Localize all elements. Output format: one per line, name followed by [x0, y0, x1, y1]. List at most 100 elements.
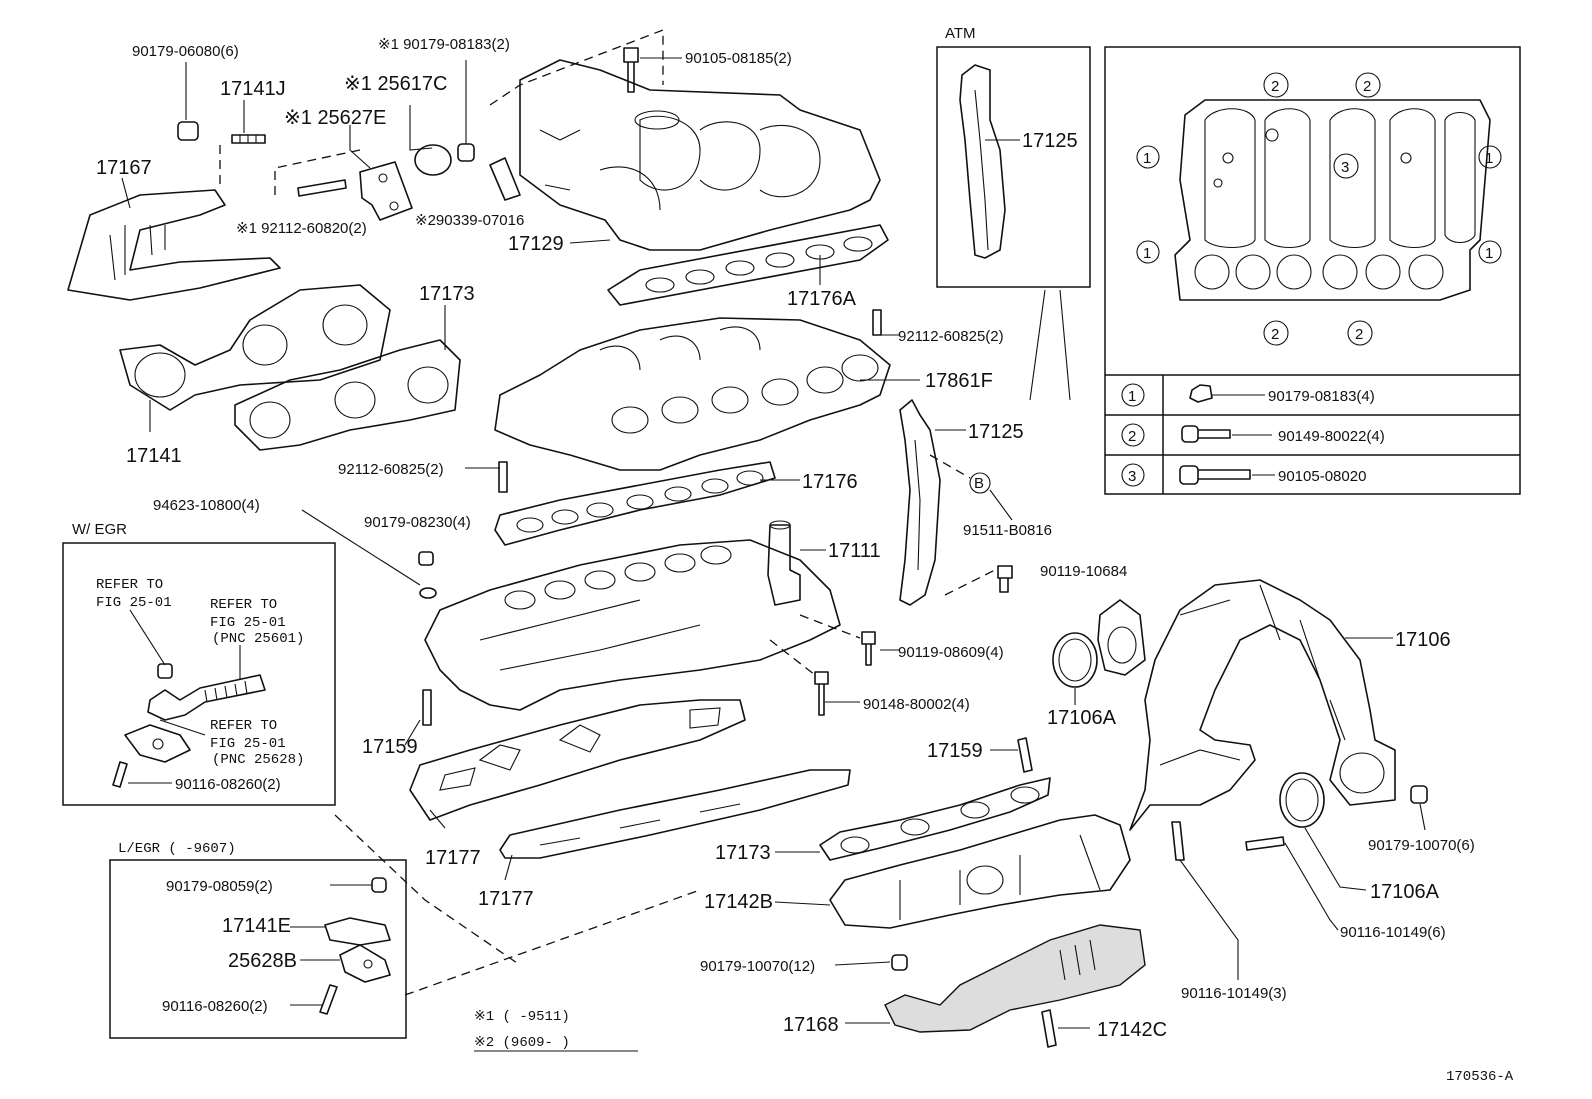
figure-code: 170536-A — [1446, 1069, 1514, 1085]
label-94623-10800: 94623-10800(4) — [153, 497, 260, 514]
stud-92112-60820 — [297, 179, 347, 197]
pipe-17111 — [767, 520, 801, 606]
egr-gasket-plate — [124, 724, 191, 763]
manifold-17861F — [494, 317, 891, 471]
label-17129: 17129 — [508, 233, 564, 255]
label-x2-90339-07016: ※290339-07016 — [415, 212, 524, 229]
label-17176: 17176 — [802, 471, 858, 493]
legend-table — [1105, 374, 1520, 494]
dipstick-guide-17125 — [899, 399, 941, 606]
gasket-17173-upper — [234, 339, 461, 451]
bolt-legend-panel — [1104, 46, 1521, 495]
label-17125: 17125 — [968, 421, 1024, 443]
label-91511-B0816: 91511-B0816 — [963, 522, 1052, 539]
nut-90179-08183 — [457, 143, 475, 162]
label-90179-06080: 90179-06080(6) — [132, 43, 239, 60]
label-17106: 17106 — [1395, 629, 1451, 651]
dipstick-guide-atm — [959, 64, 1006, 259]
stud-90116-10149-3 — [1171, 821, 1185, 861]
mark-1-left-upper: 1 — [1143, 150, 1151, 167]
atm-title: ATM — [945, 25, 976, 42]
label-92112-60825-b: 92112-60825(2) — [338, 461, 444, 478]
label-90119-08609: 90119-08609(4) — [898, 644, 1004, 661]
label-x1-25627E: ※1 25627E — [284, 107, 386, 129]
label-17173-bottom: 17173 — [715, 842, 771, 864]
label-17142B: 17142B — [704, 891, 773, 913]
label-92112-60825-a: 92112-60825(2) — [898, 328, 1004, 345]
stud-17159-left — [422, 689, 432, 726]
stud-90116-10149-6 — [1245, 836, 1285, 851]
manifold-schematic — [1174, 99, 1491, 301]
legend-num-3: 3 — [1128, 468, 1136, 485]
pipe-flange-left — [1097, 599, 1146, 676]
egr-pipe-flexible — [147, 663, 266, 721]
label-17159-left: 17159 — [362, 736, 418, 758]
manifold-callouts — [1136, 72, 1502, 346]
pipe-90339-07016 — [489, 157, 521, 201]
label-x1-90179-08183: ※1 90179-08183(2) — [378, 36, 510, 53]
label-17106A-right: 17106A — [1370, 881, 1440, 903]
label-90179-08230: 90179-08230(4) — [364, 514, 471, 531]
mark-2-bottom-right: 2 — [1355, 326, 1363, 343]
mark-2-top-left: 2 — [1271, 78, 1279, 95]
w-egr-ref3-line1: REFER TO — [210, 718, 277, 734]
label-17177-b: 17177 — [478, 888, 534, 910]
label-90116-08260-wegr: 90116-08260(2) — [175, 776, 281, 793]
exhaust-manifold-17142B — [829, 814, 1131, 929]
l-egr-box — [109, 859, 407, 1039]
stud-92112-60825-b — [498, 461, 508, 493]
heat-insulator-17167 — [67, 189, 281, 301]
label-x1-25617C: ※1 25617C — [344, 73, 448, 95]
label-17177-a: 17177 — [425, 847, 481, 869]
w-egr-ref1-line1: REFER TO — [96, 577, 163, 593]
label-90105-08185: 90105-08185(2) — [685, 50, 792, 67]
atm-box — [936, 46, 1091, 288]
label-17141J: 17141J — [220, 78, 286, 100]
label-90148-80002: 90148-80002(4) — [863, 696, 970, 713]
ring-17106A-right — [1279, 772, 1325, 828]
bolt-90148-80002 — [814, 671, 829, 716]
w-egr-ref2-line1: REFER TO — [210, 597, 277, 613]
part-labels: 90179-06080(6) 17141J ※1 90179-08183(2) … — [96, 36, 1475, 1041]
exhaust-crossover-17106 — [1129, 579, 1396, 831]
l-egr-title: L/EGR ( -9607) — [118, 841, 236, 857]
label-17159-right: 17159 — [927, 740, 983, 762]
legend-part-2: 90149-80022(4) — [1278, 428, 1385, 445]
w-egr-ref2-line3: (PNC 25601) — [212, 631, 304, 647]
bolt-90105-08185 — [623, 47, 639, 93]
label-17141: 17141 — [126, 445, 182, 467]
footnote-1: ※1 ( -9511) — [474, 1009, 570, 1025]
nut-90179-10070-12 — [891, 954, 908, 971]
label-90119-10684: 90119-10684 — [1040, 563, 1127, 580]
label-17168: 17168 — [783, 1014, 839, 1036]
mark-2-bottom-left: 2 — [1271, 326, 1279, 343]
stud-17141J — [231, 134, 266, 144]
legend-part-3: 90105-08020 — [1278, 468, 1366, 485]
w-egr-ref3-line3: (PNC 25628) — [212, 752, 304, 768]
nut-90179-06080 — [177, 121, 199, 141]
label-90116-10149-6: 90116-10149(6) — [1340, 924, 1446, 941]
bolt-90119-08609 — [861, 631, 876, 666]
leader-lines — [121, 57, 1426, 1029]
mark-1-right-upper: 1 — [1485, 150, 1493, 167]
b-mark: B — [974, 475, 984, 492]
gasket-17177-b — [499, 769, 851, 859]
label-17861F: 17861F — [925, 370, 993, 392]
gasket-25627E — [359, 161, 413, 221]
w-egr-title: W/ EGR — [72, 521, 127, 538]
egr-pipe-17141 — [119, 284, 391, 411]
legend-part-1: 90179-08183(4) — [1268, 388, 1375, 405]
label-90179-10070-6: 90179-10070(6) — [1368, 837, 1475, 854]
w-egr-box — [62, 542, 336, 806]
label-25628B: 25628B — [228, 950, 297, 972]
mark-2-top-right: 2 — [1363, 78, 1371, 95]
label-90179-10070-12: 90179-10070(12) — [700, 958, 815, 975]
label-17106A-left: 17106A — [1047, 707, 1117, 729]
w-egr-ref1-line2: FIG 25-01 — [96, 595, 172, 611]
plate-25617C — [414, 144, 452, 176]
mark-1-left-lower: 1 — [1143, 245, 1151, 262]
label-x1-92112-60820: ※1 92112-60820(2) — [236, 220, 367, 237]
stud-17142C — [1041, 1009, 1057, 1048]
gasket-17176A — [607, 224, 889, 306]
